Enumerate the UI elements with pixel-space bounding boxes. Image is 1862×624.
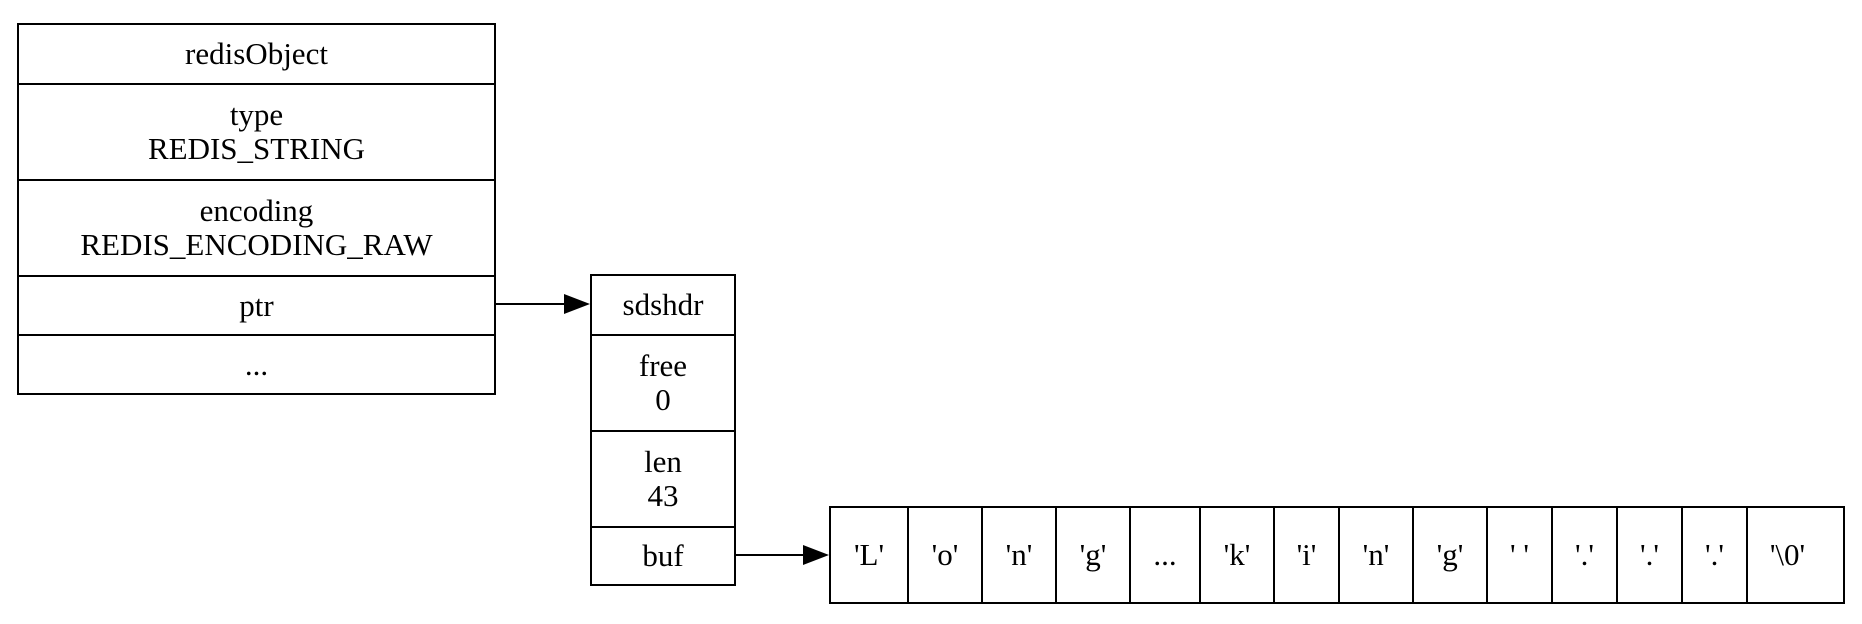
- buf-cell: 'g': [1414, 508, 1488, 602]
- buf-label: buf: [642, 538, 684, 573]
- sdshdr-title-cell: sdshdr: [592, 276, 734, 336]
- type-value: REDIS_STRING: [147, 131, 365, 166]
- len-value: 43: [647, 478, 679, 513]
- buf-cell: 'g': [1057, 508, 1131, 602]
- redis-object-title: redisObject: [185, 36, 328, 71]
- buf-array: 'L''o''n''g'...'k''i''n''g'' ''.''.''.''…: [829, 506, 1845, 604]
- buf-cell: 'n': [1340, 508, 1414, 602]
- redis-object-ptr-cell: ptr: [19, 277, 494, 336]
- sdshdr-buf-cell: buf: [592, 528, 734, 584]
- buf-cell: ...: [1131, 508, 1201, 602]
- ptr-to-sdshdr-arrowhead: [564, 294, 590, 314]
- buf-cell: '\0': [1769, 537, 1806, 572]
- encoding-value: REDIS_ENCODING_RAW: [80, 227, 433, 262]
- buf-cell: 'k': [1201, 508, 1275, 602]
- buf-cell: 'o': [909, 508, 983, 602]
- redis-object-encoding-cell: encoding REDIS_ENCODING_RAW: [19, 181, 494, 277]
- buf-cell: '.': [1618, 508, 1683, 602]
- encoding-label: encoding: [199, 193, 314, 228]
- ptr-label: ptr: [239, 287, 274, 323]
- buf-cell: ' ': [1488, 508, 1553, 602]
- redis-object-type-cell: type REDIS_STRING: [19, 85, 494, 181]
- len-label: len: [644, 444, 682, 479]
- sdshdr-title: sdshdr: [622, 287, 704, 322]
- buf-cell: 'i': [1275, 508, 1340, 602]
- free-value: 0: [655, 382, 671, 417]
- sdshdr-len-cell: len 43: [592, 432, 734, 528]
- free-label: free: [638, 348, 688, 383]
- sdshdr-node: sdshdr free 0 len 43 buf: [590, 274, 736, 586]
- buf-cell: 'n': [983, 508, 1057, 602]
- redis-object-title-cell: redisObject: [19, 25, 494, 85]
- more-label: ...: [244, 346, 269, 382]
- type-label: type: [229, 97, 284, 132]
- sdshdr-free-cell: free 0: [592, 336, 734, 432]
- redis-object-more-cell: ...: [19, 336, 494, 393]
- buf-cell: 'L': [831, 508, 909, 602]
- redis-object-node: redisObject type REDIS_STRING encoding R…: [17, 23, 496, 395]
- buf-cell: '.': [1683, 508, 1748, 602]
- buf-to-array-arrowhead: [803, 545, 829, 565]
- buf-cell: '.': [1553, 508, 1618, 602]
